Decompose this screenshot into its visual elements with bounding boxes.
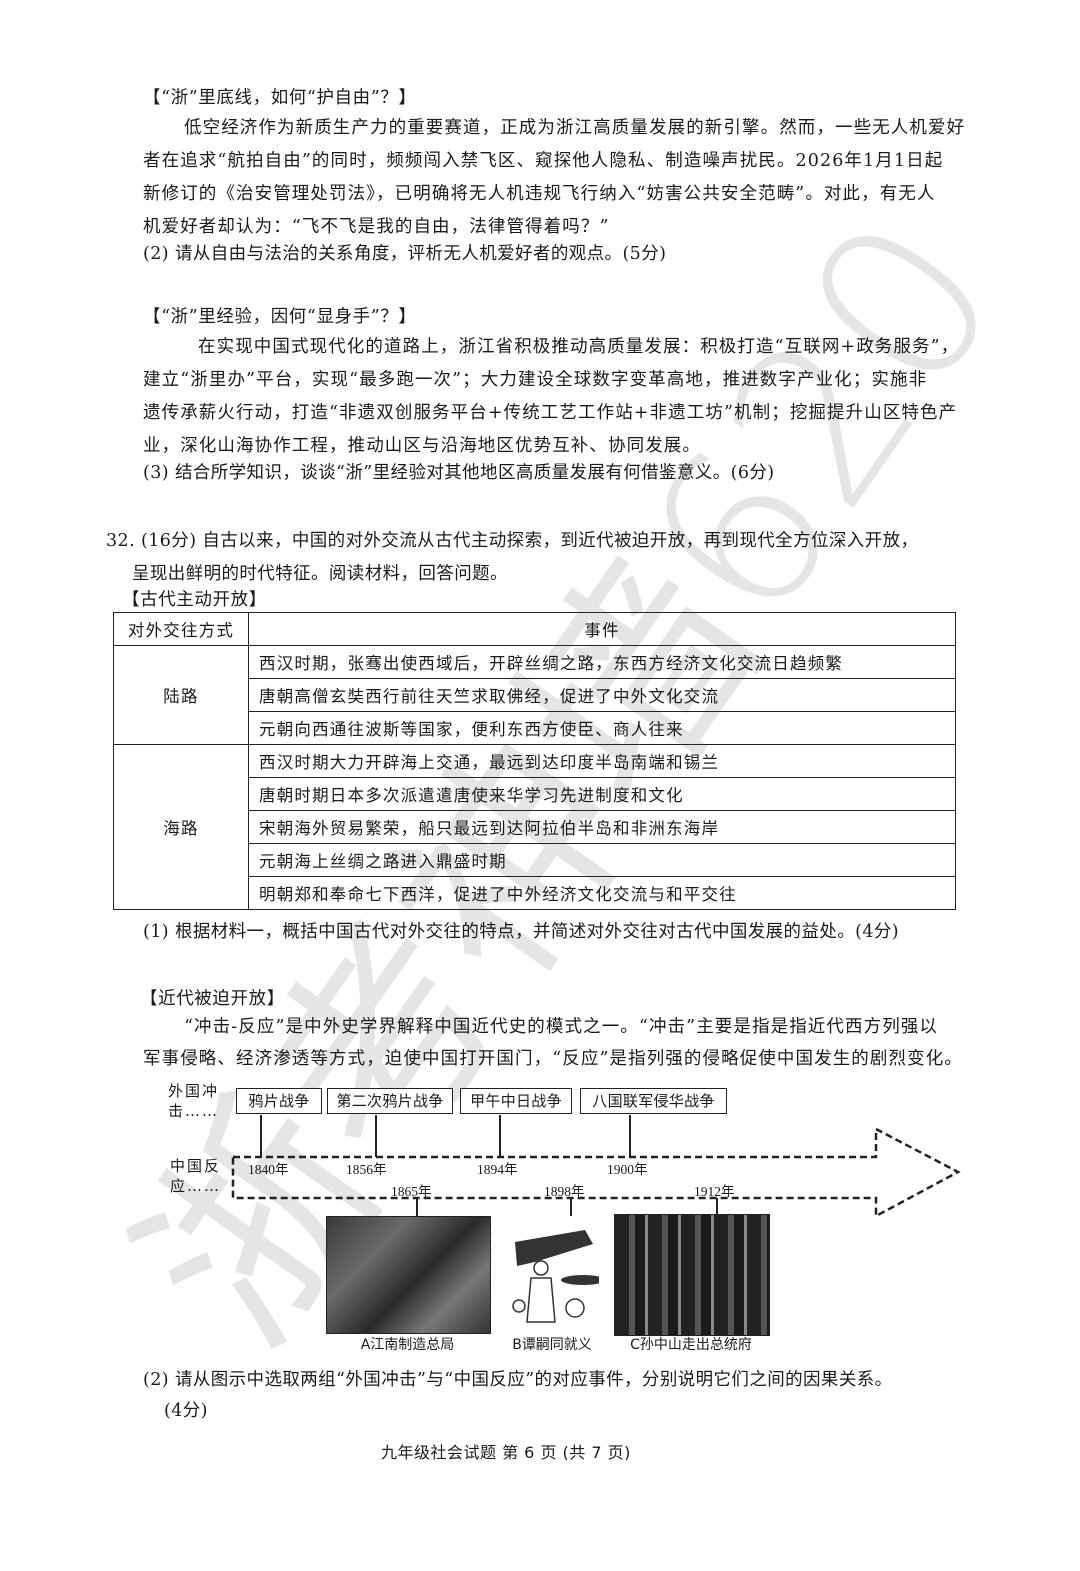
event-cell: 西汉时期大力开辟海上交通，最远到达印度半岛南端和锡兰 — [248, 744, 956, 778]
section-title-experience: 【“浙”里经验，因何“显身手”？】 — [143, 307, 417, 327]
image-caption: B谭嗣同就义 — [512, 1337, 592, 1353]
page-footer: 九年级社会试题 第 6 页 (共 7 页) — [381, 1443, 631, 1462]
table-row: 明朝郑和奉命七下西洋，促进了中外经济文化交流与和平交往 — [114, 876, 956, 910]
impact-year: 1894年 — [477, 1162, 518, 1177]
header-mode: 对外交往方式 — [113, 612, 249, 646]
paragraph-line: 遗传承薪火行动，打造“非遗双创服务平台+传统工艺工作站+非遗工坊”机制；挖掘提升… — [143, 403, 958, 423]
table-row: 唐朝时期日本多次派遣遣唐使来华学习先进制度和文化 — [114, 777, 956, 811]
event-cell: 元朝向西通往波斯等国家，便利东西方使臣、商人往来 — [248, 711, 956, 745]
section-title-freedom: 【“浙”里底线，如何“护自由”？】 — [143, 88, 417, 108]
header-events: 事件 — [248, 612, 956, 646]
connector-line — [570, 1198, 572, 1216]
paragraph-line: 机爱好者却认为：“飞不飞是我的自由，法律管得着吗？” — [143, 217, 610, 237]
impact-year: 1840年 — [248, 1162, 289, 1177]
event-cell: 宋朝海外贸易繁荣，船只最远到达阿拉伯半岛和非洲东海岸 — [248, 810, 956, 844]
response-year: 1912年 — [694, 1184, 735, 1199]
jiangnan-arsenal-photo — [326, 1216, 491, 1334]
impact-label-line: 外国冲 — [168, 1082, 220, 1100]
paragraph-line: 在实现中国式现代化的道路上，浙江省积极推动高质量发展：积极打造“互联网+政务服务… — [198, 337, 960, 357]
response-year: 1865年 — [391, 1184, 432, 1199]
paragraph-line: 业，深化山海协作工程，推动山区与沿海地区优势互补、协同发展。 — [143, 436, 701, 456]
paragraph-line: 建立“浙里办”平台，实现“最多跑一次”；大力建设全球数字变革高地，推进数字产业化… — [143, 370, 928, 390]
impact-event-box: 八国联军侵华战争 — [580, 1088, 727, 1114]
mode-sea: 海路 — [113, 744, 249, 910]
response-label-line: 应…… — [170, 1177, 222, 1195]
response-label: 中国反 应…… — [170, 1156, 221, 1196]
impact-response-timeline: 外国冲 击…… 中国反 应…… 鸦片战争 第二次鸦片战争 甲午中日战争 八国联军… — [168, 1081, 961, 1353]
connector-line — [716, 1198, 718, 1216]
table-row: 唐朝高僧玄奘西行前往天竺求取佛经，促进了中外文化交流 — [114, 678, 956, 712]
connector-line — [375, 1115, 377, 1157]
paragraph-line: 军事侵略、经济渗透等方式，迫使中国打开国门，“反应”是指列强的侵略促使中国发生的… — [143, 1049, 963, 1069]
table-row: 元朝向西通往波斯等国家，便利东西方使臣、商人往来 — [114, 711, 956, 745]
ancient-exchange-table: 对外交往方式 事件 陆路 西汉时期，张骞出使西域后，开辟丝绸之路，东西方经济文化… — [113, 612, 956, 910]
sub-question-2: (2) 请从图示中选取两组“外国冲击”与“中国反应”的对应事件，分别说明它们之间… — [143, 1370, 893, 1390]
impact-event-box: 鸦片战争 — [236, 1088, 322, 1114]
impact-year: 1900年 — [607, 1162, 648, 1177]
sub-question-2-score: (4分) — [164, 1401, 208, 1421]
event-cell: 元朝海上丝绸之路进入鼎盛时期 — [248, 843, 956, 877]
question-32-stem: 呈现出鲜明的时代特征。阅读材料，回答问题。 — [132, 564, 508, 584]
paragraph-line: 低空经济作为新质生产力的重要赛道，正成为浙江高质量发展的新引擎。然而，一些无人机… — [184, 118, 966, 138]
question-32-stem: 32. (16分) 自古以来，中国的对外交流从古代主动探索，到近代被迫开放，再到… — [106, 531, 919, 551]
impact-event-box: 第二次鸦片战争 — [327, 1088, 453, 1114]
impact-label: 外国冲 击…… — [168, 1081, 219, 1121]
section-title-modern: 【近代被迫开放】 — [140, 989, 285, 1009]
impact-year: 1856年 — [346, 1162, 387, 1177]
table-row: 元朝海上丝绸之路进入鼎盛时期 — [114, 843, 956, 877]
image-caption: A江南制造总局 — [360, 1337, 455, 1353]
image-caption: C孙中山走出总统府 — [630, 1337, 752, 1353]
impact-label-line: 击…… — [168, 1102, 220, 1120]
paragraph-line: 新修订的《治安管理处罚法》，已明确将无人机违规飞行纳入“妨害公共安全范畴”。对此… — [143, 184, 936, 204]
question-3: (3) 结合所学知识，谈谈“浙”里经验对其他地区高质量发展有何借鉴意义。(6分) — [143, 463, 775, 483]
paragraph-line: 者在追求“航拍自由”的同时，频频闯入禁飞区、窥探他人隐私、制造噪声扰民。2026… — [143, 151, 944, 171]
event-cell: 明朝郑和奉命七下西洋，促进了中外经济文化交流与和平交往 — [248, 876, 956, 910]
paragraph-line: “冲击-反应”是中外史学界解释中国近代史的模式之一。“冲击”主要是指是指近代西方… — [184, 1017, 938, 1037]
sun-yatsen-photo — [614, 1214, 770, 1336]
impact-event-box: 甲午中日战争 — [460, 1088, 572, 1114]
connector-line — [416, 1198, 418, 1216]
connector-line — [499, 1115, 501, 1157]
table-header-row: 对外交往方式 事件 — [113, 612, 956, 646]
section-title-ancient: 【古代主动开放】 — [122, 590, 267, 610]
table-row: 海路 西汉时期大力开辟海上交通，最远到达印度半岛南端和锡兰 — [113, 744, 956, 910]
connector-line — [260, 1115, 262, 1157]
response-label-line: 中国反 — [170, 1157, 222, 1175]
tan-sitong-illustration — [505, 1222, 605, 1330]
sub-question-1: (1) 根据材料一，概括中国古代对外交往的特点，并简述对外交往对古代中国发展的益… — [143, 922, 900, 942]
table-row: 宋朝海外贸易繁荣，船只最远到达阿拉伯半岛和非洲东海岸 — [114, 810, 956, 844]
question-2: (2) 请从自由与法治的关系角度，评析无人机爱好者的观点。(5分) — [143, 244, 667, 264]
dashed-arrow-icon — [231, 1126, 961, 1219]
response-year: 1898年 — [544, 1184, 585, 1199]
event-cell: 唐朝高僧玄奘西行前往天竺求取佛经，促进了中外文化交流 — [248, 678, 956, 712]
event-cell: 唐朝时期日本多次派遣遣唐使来华学习先进制度和文化 — [248, 777, 956, 811]
connector-line — [629, 1115, 631, 1157]
event-cell: 西汉时期，张骞出使西域后，开辟丝绸之路，东西方经济文化交流日趋频繁 — [248, 645, 956, 679]
